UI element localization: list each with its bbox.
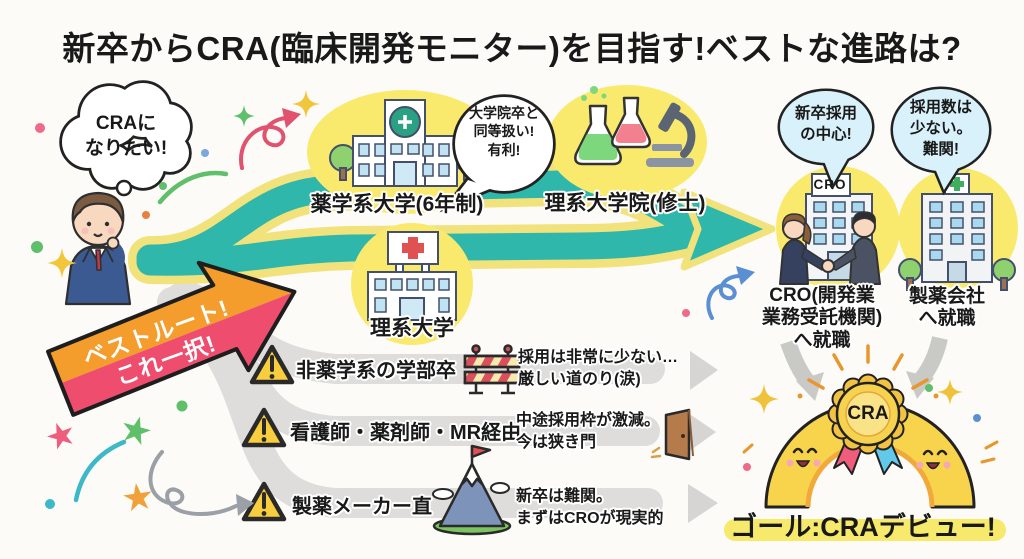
best-route-arrow (46, 260, 297, 417)
warning-route-arrowheads (688, 351, 718, 523)
node-label-science-gradschool: 理系大学院(修士) (544, 192, 706, 215)
employer-label-cro: CRO(開発業 業務受託機関) へ就職 (761, 285, 883, 351)
goal-rays (807, 344, 929, 390)
person-icon (64, 191, 132, 306)
blue-curl-arrow (706, 266, 755, 320)
goal-label: ゴール:CRAデビュー! (730, 512, 996, 542)
door-icon (650, 408, 694, 461)
teal-arc (73, 439, 127, 503)
barricade-icon (463, 344, 521, 395)
pharma-company-icon (898, 173, 1016, 291)
rainbow-smiley-left (786, 447, 821, 468)
confetti-dots (31, 123, 981, 509)
employer-label-pharma: 製薬会社 へ就職 (908, 286, 985, 330)
red-curl-arrow (239, 108, 301, 170)
handshake-people-icon (779, 211, 881, 285)
cra-medal-icon (827, 373, 909, 475)
five-point-stars (47, 416, 152, 512)
green-arc (157, 170, 229, 205)
goal-label-highlight (724, 519, 1006, 541)
cra-medal-text: CRA (847, 403, 889, 424)
warning-route-note: 中途採用枠が激減。 今は狭き門 (516, 412, 661, 451)
pharmacy-note-text: 大学院卒と 同等扱い! 有利! (469, 105, 539, 158)
cro-bubble (777, 88, 875, 190)
warning-icon (241, 407, 287, 448)
thought-bubble (59, 80, 193, 210)
orange-dashes (742, 440, 999, 464)
page-title: 新卒からCRA(臨床開発モニター)を目指す!ベストな進路は? (62, 30, 962, 67)
goal-ray-dots (797, 393, 939, 399)
warning-icon (241, 481, 287, 522)
science-university-icon (367, 231, 457, 321)
warning-route-label: 非薬学系の学部卒 (296, 360, 456, 382)
pharmacy-note-bubble (439, 94, 556, 213)
node-label-science-university: 理系大学 (370, 317, 454, 340)
mountain-icon (432, 444, 512, 536)
warning-route-label: 製薬メーカー直 (292, 496, 432, 518)
cro-building-sign: CRO (813, 177, 847, 192)
thought-bubble-text: CRAに なりたい! (84, 113, 168, 159)
rainbow-smiley-right (916, 449, 951, 470)
node-label-pharmacy-university: 薬学系大学(6年制) (310, 193, 484, 216)
pharma-bubble-text: 採用数は 少ない。 難関! (909, 99, 972, 158)
gray-curl-arrow (148, 450, 254, 517)
warning-route-label: 看護師・薬剤師・MR経由 (290, 422, 522, 444)
sparkle-stars (47, 90, 963, 414)
science-gradschool-icon (574, 86, 696, 167)
warning-route-note: 採用は非常に少ない… 厳しい道のり(涙) (518, 349, 679, 388)
warning-route-note: 新卒は難関。 まずはCROが現実的 (516, 488, 664, 527)
cro-bubble-text: 新卒採用 の中心! (794, 105, 857, 143)
warning-icon (249, 344, 295, 385)
pharma-bubble (890, 86, 992, 196)
